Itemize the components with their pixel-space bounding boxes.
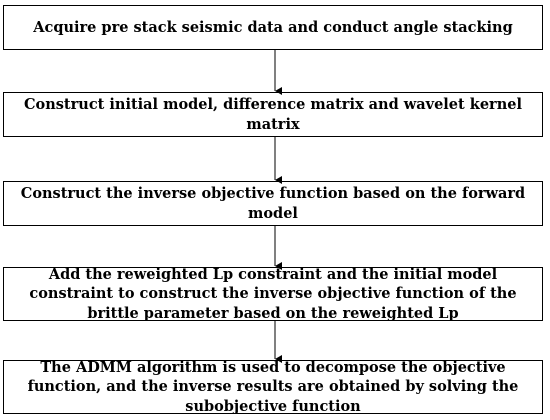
step-5-box: The ADMM algorithm is used to decompose …: [3, 359, 543, 415]
step-1-box: Acquire pre stack seismic data and condu…: [3, 5, 543, 50]
step-3-box: Construct the inverse objective function…: [3, 181, 543, 226]
step-1-text: Acquire pre stack seismic data and condu…: [33, 18, 513, 36]
step-4-box: Add the reweighted Lp constraint and the…: [3, 266, 543, 322]
step-5-text: The ADMM algorithm is used to decompose …: [27, 359, 519, 415]
step-3-text: Construct the inverse objective function…: [20, 185, 526, 222]
step-2-text: Construct initial model, difference matr…: [24, 96, 522, 133]
step-4-text: Add the reweighted Lp constraint and the…: [29, 266, 517, 322]
step-2-box: Construct initial model, difference matr…: [3, 92, 543, 137]
